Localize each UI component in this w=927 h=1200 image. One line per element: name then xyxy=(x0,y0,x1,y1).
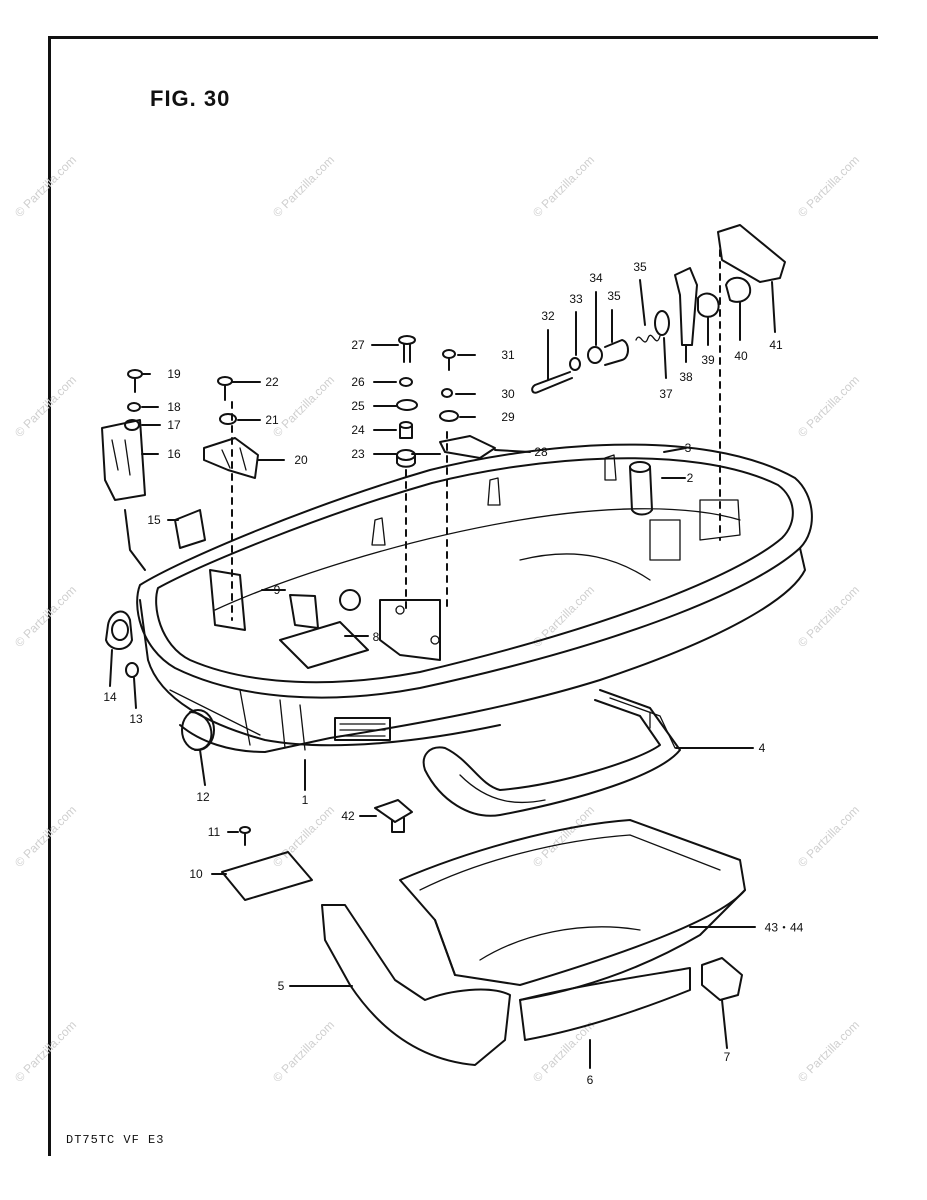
clamp-part-15 xyxy=(174,509,206,549)
gasket-part-4-inner xyxy=(459,697,676,804)
part-label-8: 8 xyxy=(372,630,380,644)
bracket-part-20 xyxy=(203,437,259,479)
part-label-33: 33 xyxy=(569,292,583,306)
part-label-41: 41 xyxy=(769,338,783,352)
part-label-13: 13 xyxy=(129,712,143,726)
figure-title: FIG. 30 xyxy=(150,86,231,111)
screw-part-11 xyxy=(239,826,251,846)
grommet-part-14 xyxy=(105,610,133,650)
plate-part-10 xyxy=(221,851,313,901)
part-label-28: 28 xyxy=(534,445,548,459)
bracket-part-16 xyxy=(101,419,146,501)
part-label-31: 31 xyxy=(501,348,515,362)
part-label-30: 30 xyxy=(501,387,515,401)
part-label-11: 11 xyxy=(207,825,221,839)
part-label-27: 27 xyxy=(351,338,365,352)
part-label-5: 5 xyxy=(277,979,285,993)
washer-part-30 xyxy=(441,388,453,398)
knob-part-40 xyxy=(725,276,752,303)
model-code-footer: DT75TC VF E3 xyxy=(66,1133,165,1147)
latch-lever-part-38 xyxy=(674,267,698,346)
part-label-42: 42 xyxy=(341,809,355,823)
part-label-2: 2 xyxy=(686,471,694,485)
part-label-17: 17 xyxy=(167,418,181,432)
part-label-16: 16 xyxy=(167,447,181,461)
clip-part-13 xyxy=(125,662,139,678)
washer-part-21 xyxy=(219,413,237,425)
gasket-part-4 xyxy=(422,689,681,817)
spring-part-35 xyxy=(635,334,661,343)
collar-part-23 xyxy=(396,449,416,468)
part-label-32: 32 xyxy=(541,309,555,323)
nut-part-26 xyxy=(399,377,413,387)
pin-part-32 xyxy=(531,371,573,394)
clip-part-7 xyxy=(701,957,743,1001)
part-label-15: 15 xyxy=(147,513,161,527)
part-label-26: 26 xyxy=(351,375,365,389)
part-label-35b: 35 xyxy=(633,260,647,274)
washer-part-33 xyxy=(569,357,581,371)
part-label-4: 4 xyxy=(758,741,766,755)
plate-part-8 xyxy=(279,621,369,669)
lower-pan-part-43-44 xyxy=(399,819,746,1001)
lower-cover-housing xyxy=(136,443,813,753)
part-label-7: 7 xyxy=(723,1050,731,1064)
bushing-part-24 xyxy=(399,421,413,439)
bolt-part-27 xyxy=(398,335,416,363)
part-label-43-44: 43・44 xyxy=(764,920,804,935)
part-label-24: 24 xyxy=(351,423,365,437)
washer-part-39 xyxy=(697,292,720,318)
frame-left-border xyxy=(48,36,51,1156)
lever-part-28 xyxy=(439,435,496,459)
part-label-25: 25 xyxy=(351,399,365,413)
part-label-18: 18 xyxy=(167,400,181,414)
panel-part-6 xyxy=(519,967,691,1041)
drain-part-42 xyxy=(374,799,413,823)
part-label-19: 19 xyxy=(167,367,181,381)
part-label-23: 23 xyxy=(351,447,365,461)
bolt-part-19 xyxy=(127,369,143,393)
part-label-40: 40 xyxy=(734,349,748,363)
part-label-35a: 35 xyxy=(607,289,621,303)
part-label-3: 3 xyxy=(684,441,692,455)
part-label-21: 21 xyxy=(265,413,279,427)
leader-lines xyxy=(109,279,776,1069)
part-label-1: 1 xyxy=(301,793,309,807)
bolt-part-31 xyxy=(442,349,456,371)
frame-top-border xyxy=(48,36,878,39)
part-label-34: 34 xyxy=(589,271,603,285)
bushing-part-34 xyxy=(587,346,603,364)
bolt-part-22 xyxy=(217,376,233,401)
washer-part-25 xyxy=(396,399,418,411)
part-label-22: 22 xyxy=(265,375,279,389)
part-label-12: 12 xyxy=(196,790,210,804)
plug-part-12 xyxy=(181,709,215,751)
part-label-38: 38 xyxy=(679,370,693,384)
washer-part-29 xyxy=(439,410,459,422)
side-cover-part-5 xyxy=(321,904,511,1066)
part-label-37: 37 xyxy=(659,387,673,401)
handle-part-41 xyxy=(717,224,786,283)
part-label-20: 20 xyxy=(294,453,308,467)
alignment-lines xyxy=(231,249,721,621)
washer-part-17 xyxy=(124,419,140,431)
part-label-6: 6 xyxy=(586,1073,594,1087)
washer-part-18 xyxy=(127,402,141,412)
part-label-29: 29 xyxy=(501,410,515,424)
part-label-10: 10 xyxy=(189,867,203,881)
part-label-14: 14 xyxy=(103,690,117,704)
washer-part-37 xyxy=(654,310,670,336)
part-label-39: 39 xyxy=(701,353,715,367)
part-label-9: 9 xyxy=(273,583,281,597)
collar-part-35 xyxy=(604,339,629,366)
